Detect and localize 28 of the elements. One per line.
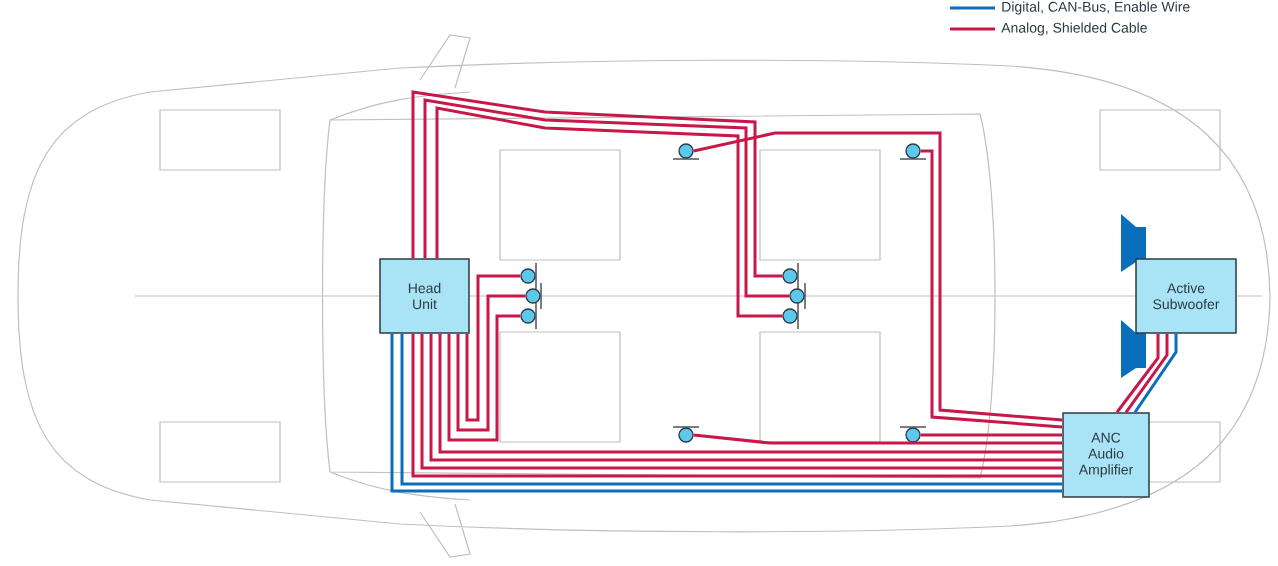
cable xyxy=(447,314,521,442)
component-box: Active Subwoofer xyxy=(1135,258,1237,334)
cable xyxy=(435,106,783,318)
microphone-symbol xyxy=(789,282,806,310)
microphone-symbol xyxy=(520,262,537,290)
microphone-symbol xyxy=(899,143,927,160)
microphone-symbol xyxy=(672,426,700,443)
legend-entry: Digital, CAN-Bus, Enable Wire xyxy=(950,1,1190,15)
cable xyxy=(465,274,521,422)
cable xyxy=(1115,333,1160,414)
microphone-symbol xyxy=(782,262,799,290)
cable xyxy=(693,131,1063,422)
cable xyxy=(1124,333,1169,414)
microphone-symbol xyxy=(672,143,700,160)
microphone-symbol xyxy=(520,302,537,330)
microphone-symbol xyxy=(782,302,799,330)
cable xyxy=(920,149,1063,429)
cable xyxy=(693,433,1063,445)
cable xyxy=(411,90,783,278)
component-box: Head Unit xyxy=(379,258,470,334)
cable xyxy=(920,433,1063,437)
cable xyxy=(456,294,526,432)
component-box: ANC Audio Amplifier xyxy=(1062,412,1150,498)
legend-entry: Analog, Shielded Cable xyxy=(950,22,1147,36)
microphone-symbol xyxy=(899,426,927,443)
cable xyxy=(1133,333,1178,414)
cable xyxy=(423,98,790,298)
microphone-symbol xyxy=(525,282,542,310)
